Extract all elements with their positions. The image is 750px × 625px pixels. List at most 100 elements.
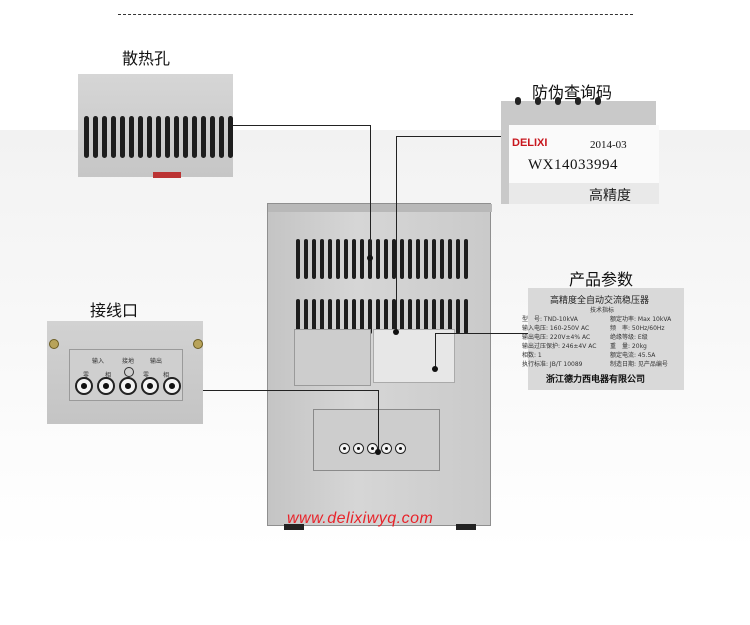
stabilizer-device xyxy=(267,203,492,530)
device-jack xyxy=(381,443,392,454)
vent-slot xyxy=(464,239,468,279)
vent-slot xyxy=(416,299,420,334)
vent-slot xyxy=(192,116,197,158)
antifake-label-photo: DELIXI 2014-03 WX14033994 高精度 xyxy=(501,97,659,204)
vent-slot xyxy=(432,299,436,334)
device-nameplate xyxy=(373,329,455,383)
vent-slot xyxy=(320,299,324,334)
sticker-spec-fragment: 高精度 xyxy=(589,188,631,204)
input-zero-jack xyxy=(75,377,93,395)
vent-slot xyxy=(448,299,452,334)
terminal-phase-label: 相 xyxy=(105,372,112,379)
vent-slot xyxy=(328,299,332,334)
nameplate-row: 输出电压: 220V±4% AC xyxy=(522,334,591,341)
vent-slot xyxy=(360,299,364,334)
vent-slot xyxy=(400,299,404,334)
vent-slot xyxy=(344,299,348,334)
vent-slot xyxy=(432,239,436,279)
vent-slot xyxy=(304,299,308,334)
vent-slot xyxy=(183,116,188,158)
vent-slot xyxy=(336,239,340,279)
nameplate-row: 绝缘等级: E级 xyxy=(610,334,648,341)
vent-slot xyxy=(408,299,412,334)
vent-slot xyxy=(368,299,372,334)
vent-slot xyxy=(344,239,348,279)
device-jack xyxy=(395,443,406,454)
vent-slot xyxy=(376,239,380,279)
nameplate-row: 额定电流: 45.5A xyxy=(610,352,656,359)
website-watermark: www.delixiwyq.com xyxy=(287,510,434,527)
vent-slot xyxy=(156,116,161,158)
nameplate-subtitle: 技术指标 xyxy=(590,307,615,314)
nameplate-row: 执行标准: JB/T 10089 xyxy=(522,361,583,368)
screw xyxy=(49,339,59,349)
vent-slot xyxy=(102,116,107,158)
nameplate-title: 高精度全自动交流稳压器 xyxy=(550,296,650,306)
nameplate-row: 额定功率: Max 10kVA xyxy=(610,316,672,323)
vent-slot xyxy=(165,116,170,158)
vent-slot xyxy=(384,299,388,334)
vent-slot xyxy=(440,239,444,279)
vent-slot xyxy=(448,239,452,279)
nameplate-row: 输出过压保护: 246±4V AC xyxy=(522,343,597,350)
nameplate-row: 输入电压: 160-250V AC xyxy=(522,325,590,332)
vent-slot xyxy=(464,299,468,334)
vent-callout-label: 散热孔 xyxy=(122,49,171,68)
terminal-zero-label: 零 xyxy=(83,372,90,379)
input-phase-jack xyxy=(97,377,115,395)
device-jack xyxy=(339,443,350,454)
vent-slot xyxy=(336,299,340,334)
vent-slot xyxy=(408,239,412,279)
vent-slot xyxy=(296,239,300,279)
top-dashed-divider xyxy=(118,14,633,15)
sticker-date: 2014-03 xyxy=(590,139,627,151)
device-foot xyxy=(456,524,476,530)
vent-slot xyxy=(320,239,324,279)
nameplate-maker: 浙江德力西电器有限公司 xyxy=(546,375,646,385)
terminal-ground-label: 接地 xyxy=(122,358,135,365)
nameplate-photo: 高精度全自动交流稳压器 技术指标 型 号: TND-10kVA 输入电压: 160… xyxy=(522,288,684,390)
vent-slot xyxy=(328,239,332,279)
device-terminal-panel xyxy=(313,409,440,471)
vent-slot xyxy=(392,299,396,334)
vent-slot xyxy=(392,239,396,279)
vent-closeup-photo xyxy=(78,74,233,178)
nameplate-row: 相数: 1 xyxy=(522,352,542,359)
device-warning-sticker xyxy=(294,329,371,386)
vent-slot xyxy=(416,239,420,279)
device-foot xyxy=(284,524,304,530)
ground-jack xyxy=(119,377,137,395)
vent-slot xyxy=(312,299,316,334)
vent-slot xyxy=(174,116,179,158)
vent-slot xyxy=(84,116,89,158)
terminal-phase-label-2: 相 xyxy=(163,372,170,379)
vent-slot xyxy=(352,239,356,279)
vent-slot xyxy=(219,116,224,158)
vent-slot xyxy=(120,116,125,158)
vent-slot xyxy=(352,299,356,334)
vent-slot xyxy=(456,299,460,334)
params-callout-label: 产品参数 xyxy=(569,270,634,289)
sticker-serial: WX14033994 xyxy=(528,157,618,173)
vent-slot xyxy=(376,299,380,334)
screw xyxy=(193,339,203,349)
terminal-output-label: 输出 xyxy=(150,358,163,365)
device-jack xyxy=(353,443,364,454)
vent-slot xyxy=(210,116,215,158)
vent-slot xyxy=(440,299,444,334)
vent-slot xyxy=(147,116,152,158)
vent-slot xyxy=(201,116,206,158)
terminal-closeup-photo: 输入 接地 输出 零 相 零 相 xyxy=(47,321,203,424)
vent-slot xyxy=(138,116,143,158)
vent-slot xyxy=(360,239,364,279)
terminal-input-label: 输入 xyxy=(92,358,105,365)
terminal-zero-label-2: 零 xyxy=(143,372,150,379)
terminal-callout-label: 接线口 xyxy=(90,301,139,320)
nameplate-row: 频 率: 50Hz/60Hz xyxy=(610,325,665,332)
vent-slot xyxy=(228,116,233,158)
nameplate-row: 制造日期: 见产品编号 xyxy=(610,361,668,368)
nameplate-row: 型 号: TND-10kVA xyxy=(522,316,578,323)
vent-slot xyxy=(129,116,134,158)
output-phase-jack xyxy=(163,377,181,395)
vent-slot xyxy=(93,116,98,158)
